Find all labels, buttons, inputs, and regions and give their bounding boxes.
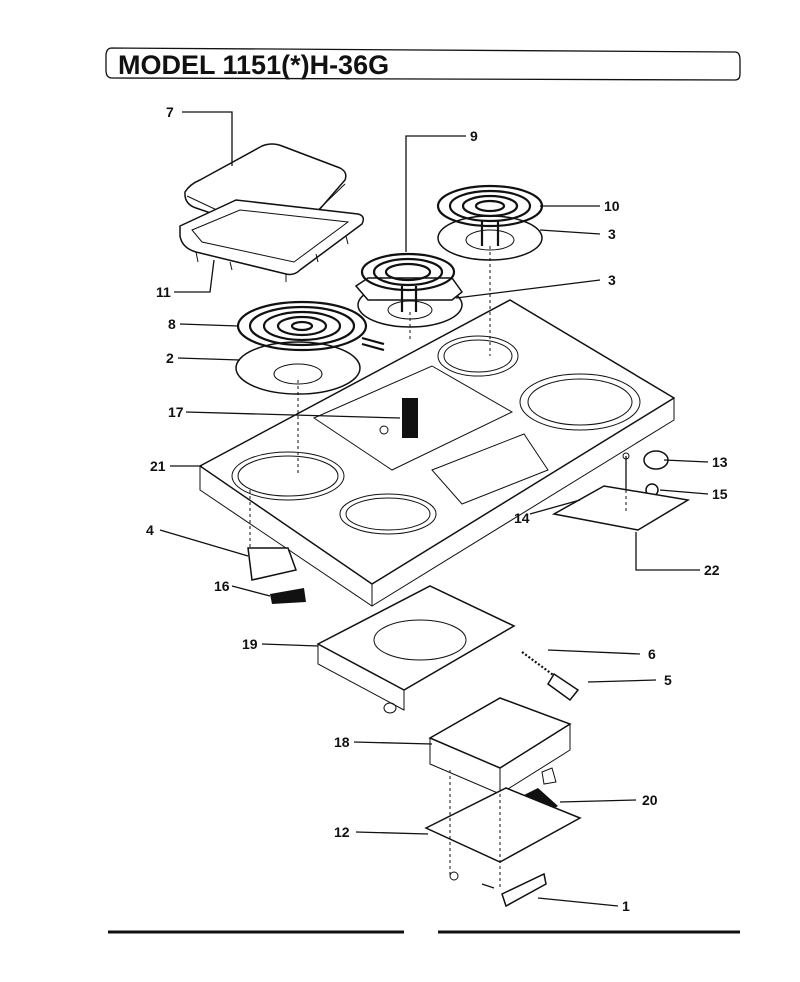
callout-15: 15 <box>712 486 728 502</box>
callout-21: 21 <box>150 458 166 474</box>
callout-14: 14 <box>514 510 530 526</box>
callout-16: 16 <box>214 578 230 594</box>
receptacle-part <box>521 651 580 702</box>
callout-9: 9 <box>470 128 478 144</box>
switch-box-part <box>383 697 572 795</box>
terminal-strip-part <box>449 871 547 908</box>
callout-1: 1 <box>622 898 630 914</box>
clip-part <box>379 398 418 438</box>
box-cover-part <box>424 787 582 863</box>
callout-22: 22 <box>704 562 720 578</box>
callout-5: 5 <box>664 672 672 688</box>
callout-2: 2 <box>166 350 174 366</box>
callout-3-lower: 3 <box>608 272 616 288</box>
callout-3-upper: 3 <box>608 226 616 242</box>
title-banner: MODEL 1151(*)H-36G <box>105 47 741 81</box>
cooktop-part <box>198 299 676 607</box>
callout-20: 20 <box>642 792 658 808</box>
leader-lines <box>159 111 709 907</box>
callout-10: 10 <box>604 198 620 214</box>
callout-4: 4 <box>146 522 154 538</box>
callout-labels: 7 9 10 3 3 11 8 2 17 21 13 15 14 22 4 16… <box>146 104 728 914</box>
small-element-middle-part <box>354 252 464 328</box>
diagram-title: MODEL 1151(*)H-36G <box>118 50 389 80</box>
element-bracket-part <box>316 585 516 711</box>
callout-11: 11 <box>156 284 171 300</box>
callout-19: 19 <box>242 636 258 652</box>
cover-frame-part <box>179 199 365 282</box>
callout-13: 13 <box>712 454 728 470</box>
assembly-guides <box>249 246 627 888</box>
callout-7: 7 <box>166 104 174 120</box>
mounting-plate-part <box>551 485 691 531</box>
callout-17: 17 <box>168 404 184 420</box>
callout-8: 8 <box>168 316 176 332</box>
callout-6: 6 <box>648 646 656 662</box>
callout-12: 12 <box>334 824 350 840</box>
terminal-block-part <box>247 547 306 604</box>
callout-18: 18 <box>334 734 350 750</box>
